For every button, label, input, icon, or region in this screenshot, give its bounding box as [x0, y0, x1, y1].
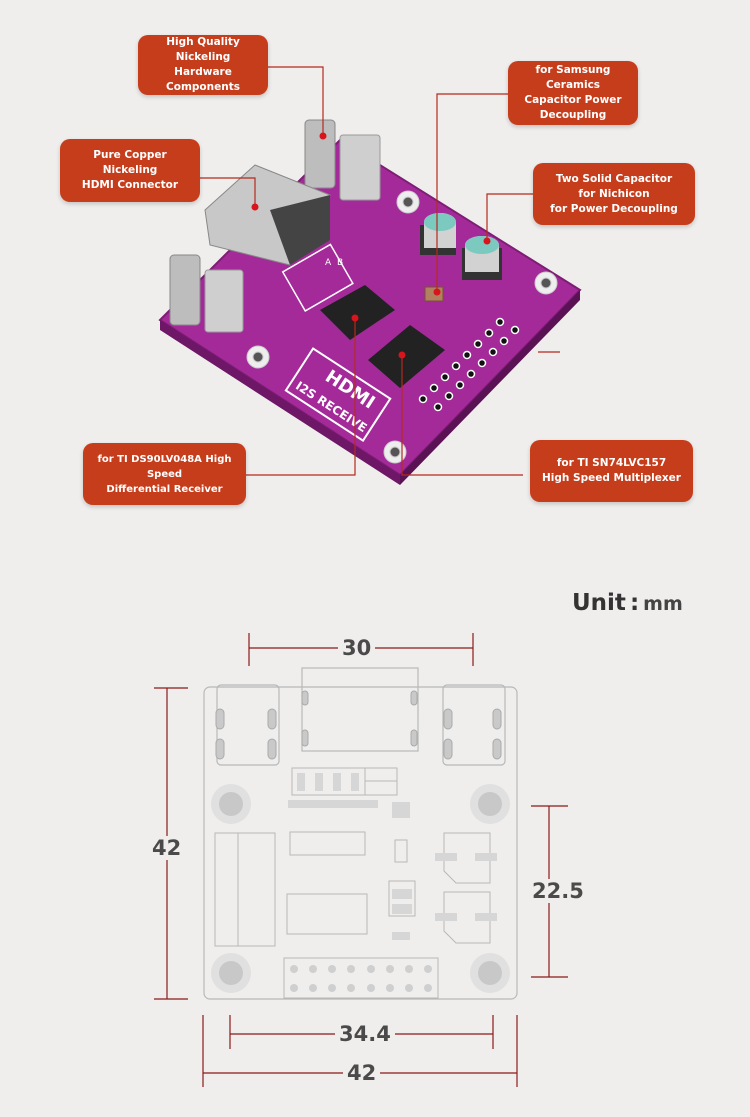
callout-solid-capacitor: Two Solid Capacitor for Nichicon for Power… [533, 163, 695, 225]
pin-header [418, 317, 520, 412]
board-outline [203, 667, 518, 1000]
slot-pads [215, 690, 502, 760]
dimension-top-width: 30 [338, 636, 376, 660]
callout-text: Differential Receiver [106, 483, 223, 495]
dimension-lines [154, 633, 568, 1087]
product-illustration: HDMI I2S RECEIVE A B [158, 66, 582, 485]
dimension-hole-spacing: 34.4 [335, 1022, 395, 1046]
mounting-holes [246, 190, 558, 464]
callout-text: for Power Decoupling [550, 202, 678, 215]
callout-text: High Speed Multiplexer [542, 472, 681, 484]
callout-text: for Samsung Ceramics [535, 64, 611, 91]
callout-text: for Nichicon [578, 187, 650, 200]
callout-text: High Quality Nickeling [166, 36, 240, 63]
footprint-pads [288, 773, 497, 940]
leader-dots [251, 132, 491, 359]
dimension-right-height: 22.5 [528, 879, 588, 903]
callout-text: Decoupling [539, 109, 607, 121]
callout-text: for TI SN74LVC157 [556, 457, 667, 469]
callout-text: Two Solid Capacitor [555, 172, 673, 185]
jumper-label-b: B [337, 258, 343, 268]
callout-text: Hardware Components [166, 66, 240, 93]
unit-separator: : [629, 590, 640, 616]
multiplexer-chip [368, 325, 445, 388]
solid-capacitors [420, 213, 502, 280]
unit-value: mm [643, 593, 683, 615]
leader-lines [200, 66, 560, 476]
jumper-label-a: A [325, 258, 332, 268]
callout-text: Capacitor Power [524, 94, 622, 106]
dimension-bottom-width: 42 [343, 1061, 381, 1085]
unit-label: Unit:mm [572, 590, 683, 616]
receiver-chip [320, 285, 395, 340]
header-pads [290, 965, 432, 992]
jumper-block: A B [281, 243, 354, 312]
hdmi-connector [204, 164, 331, 266]
callout-text: for TI DS90LV048A High Speed [97, 453, 232, 480]
pcb-board: HDMI I2S RECEIVE A B [158, 119, 582, 485]
callout-text: HDMI Connector [81, 179, 179, 191]
ceramic-capacitor [424, 286, 444, 302]
component-footprints [214, 767, 491, 999]
metal-bracket-top [304, 119, 381, 201]
callout-text: Pure Copper Nickeling [93, 149, 167, 176]
dimension-mounting-holes [211, 784, 510, 993]
metal-bracket-bottom [169, 254, 244, 333]
dimension-left-height: 42 [148, 836, 186, 860]
unit-label-text: Unit [572, 590, 626, 616]
